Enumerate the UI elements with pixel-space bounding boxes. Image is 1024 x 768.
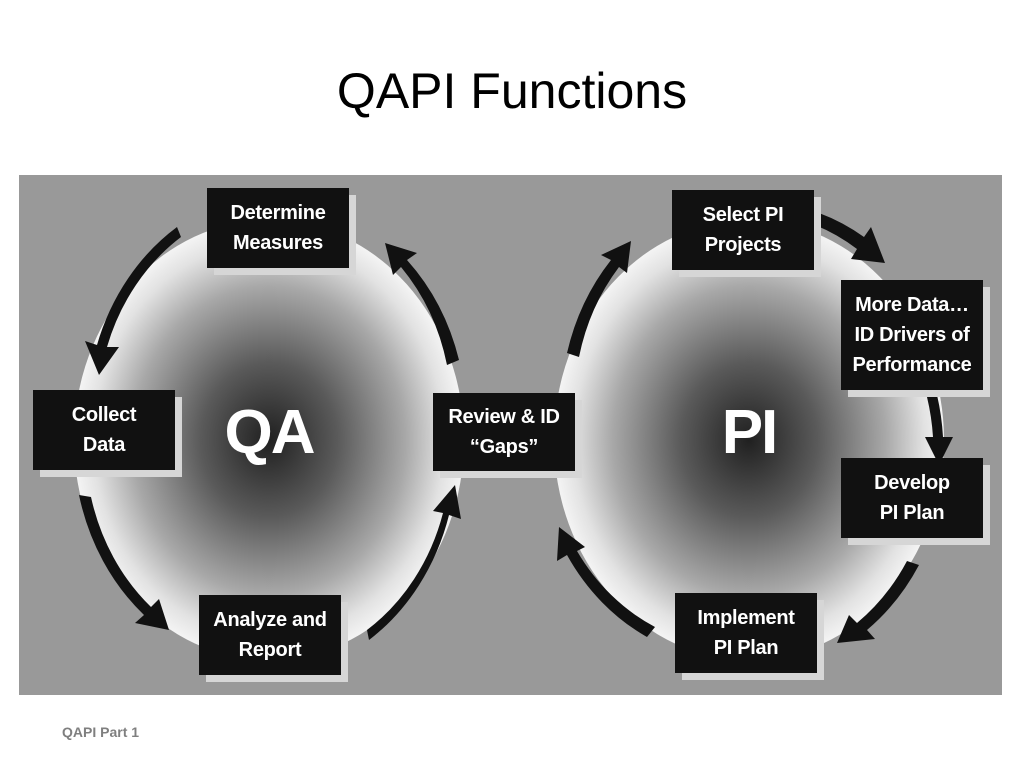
qa-center-label: QA <box>224 398 316 467</box>
pi-arrow-bottom-left <box>557 527 655 637</box>
qa-arrow-top-left <box>85 227 181 375</box>
pi-arrow-top-left <box>567 241 631 357</box>
qa-arrow-bottom-left <box>79 495 169 630</box>
qa-arrows <box>79 227 461 640</box>
pi-arrow-bottom-right <box>837 561 919 643</box>
qapi-diagram: QA PI Determine Measures Collect Data An… <box>19 175 1002 695</box>
step-select-pi-projects: Select PI Projects <box>672 190 814 270</box>
step-analyze-report: Analyze and Report <box>199 595 341 675</box>
step-more-data-drivers: More Data… ID Drivers of Performance <box>841 280 983 390</box>
page-title: QAPI Functions <box>336 63 688 119</box>
step-collect-data: Collect Data <box>33 390 175 470</box>
qa-arrow-top-right <box>385 243 459 365</box>
step-review-gaps: Review & ID “Gaps” <box>433 393 575 471</box>
pi-arrow-top-right <box>815 213 885 263</box>
slide-footer: QAPI Part 1 <box>62 724 140 740</box>
qa-arrow-bottom-right <box>367 485 461 640</box>
pi-arrow-right <box>925 395 953 465</box>
pi-center-label: PI <box>721 398 779 467</box>
step-determine-measures: Determine Measures <box>207 188 349 268</box>
step-implement-pi-plan: Implement PI Plan <box>675 593 817 673</box>
qa-circle <box>74 220 464 660</box>
pi-arrows <box>557 213 953 643</box>
step-develop-pi-plan: Develop PI Plan <box>841 458 983 538</box>
